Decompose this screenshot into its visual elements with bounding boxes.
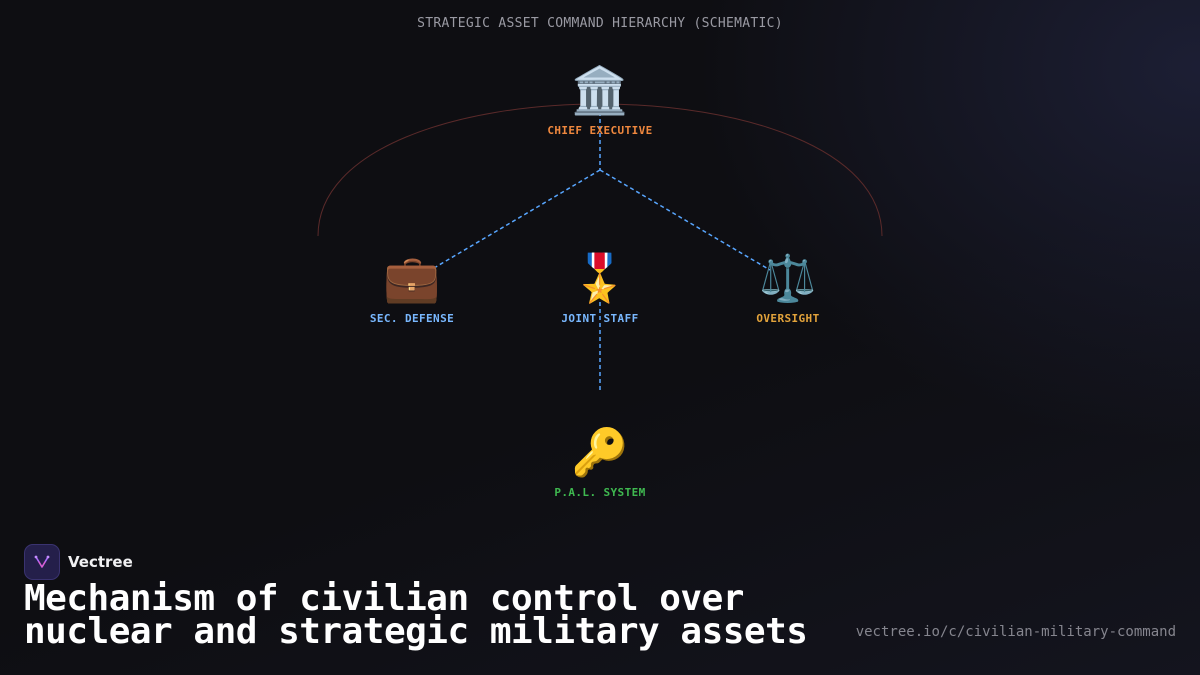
briefcase-icon: 💼 [383, 251, 441, 305]
vectree-logo-icon [24, 544, 60, 580]
node-label: SEC. DEFENSE [369, 312, 455, 325]
page-title: Mechanism of civilian control over nucle… [24, 578, 808, 652]
node-sec-defense: 💼 SEC. DEFENSE [332, 252, 492, 325]
key-icon: 🔑 [571, 425, 629, 479]
classical-building-icon: 🏛️ [571, 63, 629, 117]
node-pal-system: 🔑 P.A.L. SYSTEM [520, 426, 680, 499]
oversight-arc [317, 103, 883, 237]
node-label: CHIEF EXECUTIVE [547, 124, 653, 137]
military-medal-icon: 🎖️ [571, 251, 629, 305]
brand-name: Vectree [68, 553, 133, 571]
diagram-title: STRATEGIC ASSET COMMAND HIERARCHY (SCHEM… [417, 16, 783, 31]
node-joint-staff: 🎖️ JOINT STAFF [520, 252, 680, 325]
node-chief-executive: 🏛️ CHIEF EXECUTIVE [520, 64, 680, 137]
source-link[interactable]: vectree.io/c/civilian-military-command [855, 624, 1176, 640]
connector-branch-to-oversight [599, 169, 771, 271]
balance-scale-icon: ⚖️ [759, 251, 817, 305]
node-label: OVERSIGHT [756, 312, 820, 325]
node-label: P.A.L. SYSTEM [554, 486, 646, 499]
node-label: JOINT STAFF [561, 312, 639, 325]
brand[interactable]: Vectree [24, 544, 133, 580]
node-oversight: ⚖️ OVERSIGHT [708, 252, 868, 325]
